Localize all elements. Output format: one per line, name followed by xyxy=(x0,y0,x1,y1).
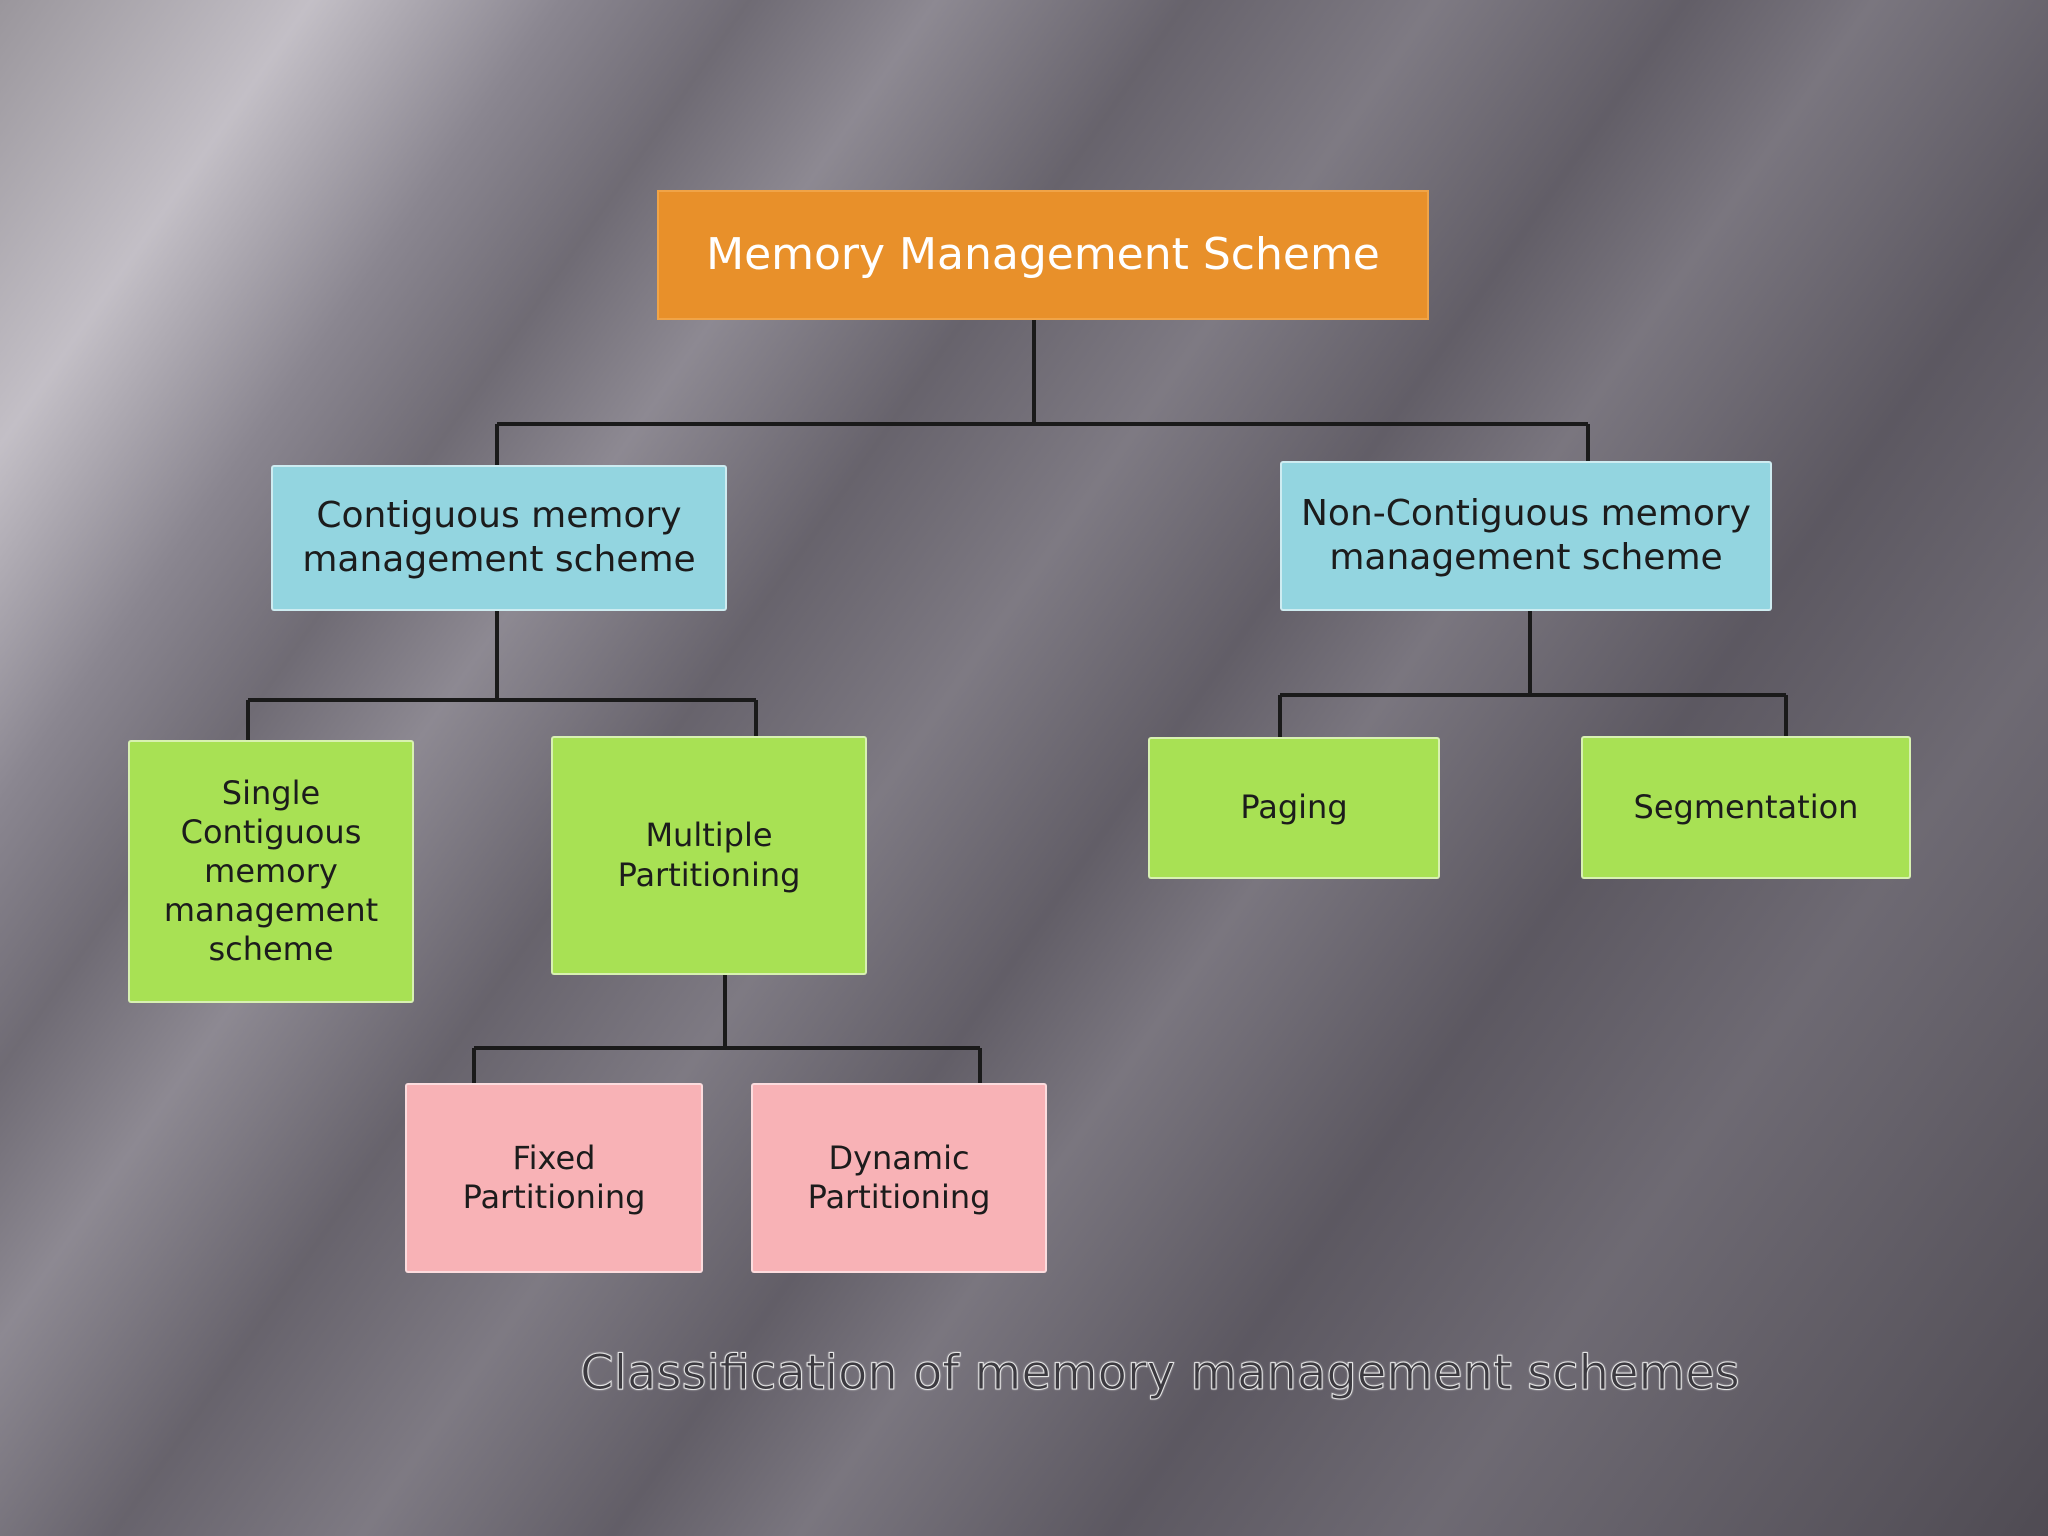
paging-node: Paging xyxy=(1148,737,1440,879)
fixed-partitioning-node: Fixed Partitioning xyxy=(405,1083,703,1273)
contiguous-scheme-node: Contiguous memory management scheme xyxy=(271,465,727,611)
multiple-partitioning-node: Multiple Partitioning xyxy=(551,736,867,975)
memory-management-scheme-node: Memory Management Scheme xyxy=(657,190,1429,320)
non-contiguous-scheme-node: Non-Contiguous memory management scheme xyxy=(1280,461,1772,611)
single-contiguous-node: Single Contiguous memory management sche… xyxy=(128,740,414,1003)
diagram-caption: Classification of memory management sche… xyxy=(580,1345,1741,1402)
segmentation-node: Segmentation xyxy=(1581,736,1911,879)
dynamic-partitioning-node: Dynamic Partitioning xyxy=(751,1083,1047,1273)
